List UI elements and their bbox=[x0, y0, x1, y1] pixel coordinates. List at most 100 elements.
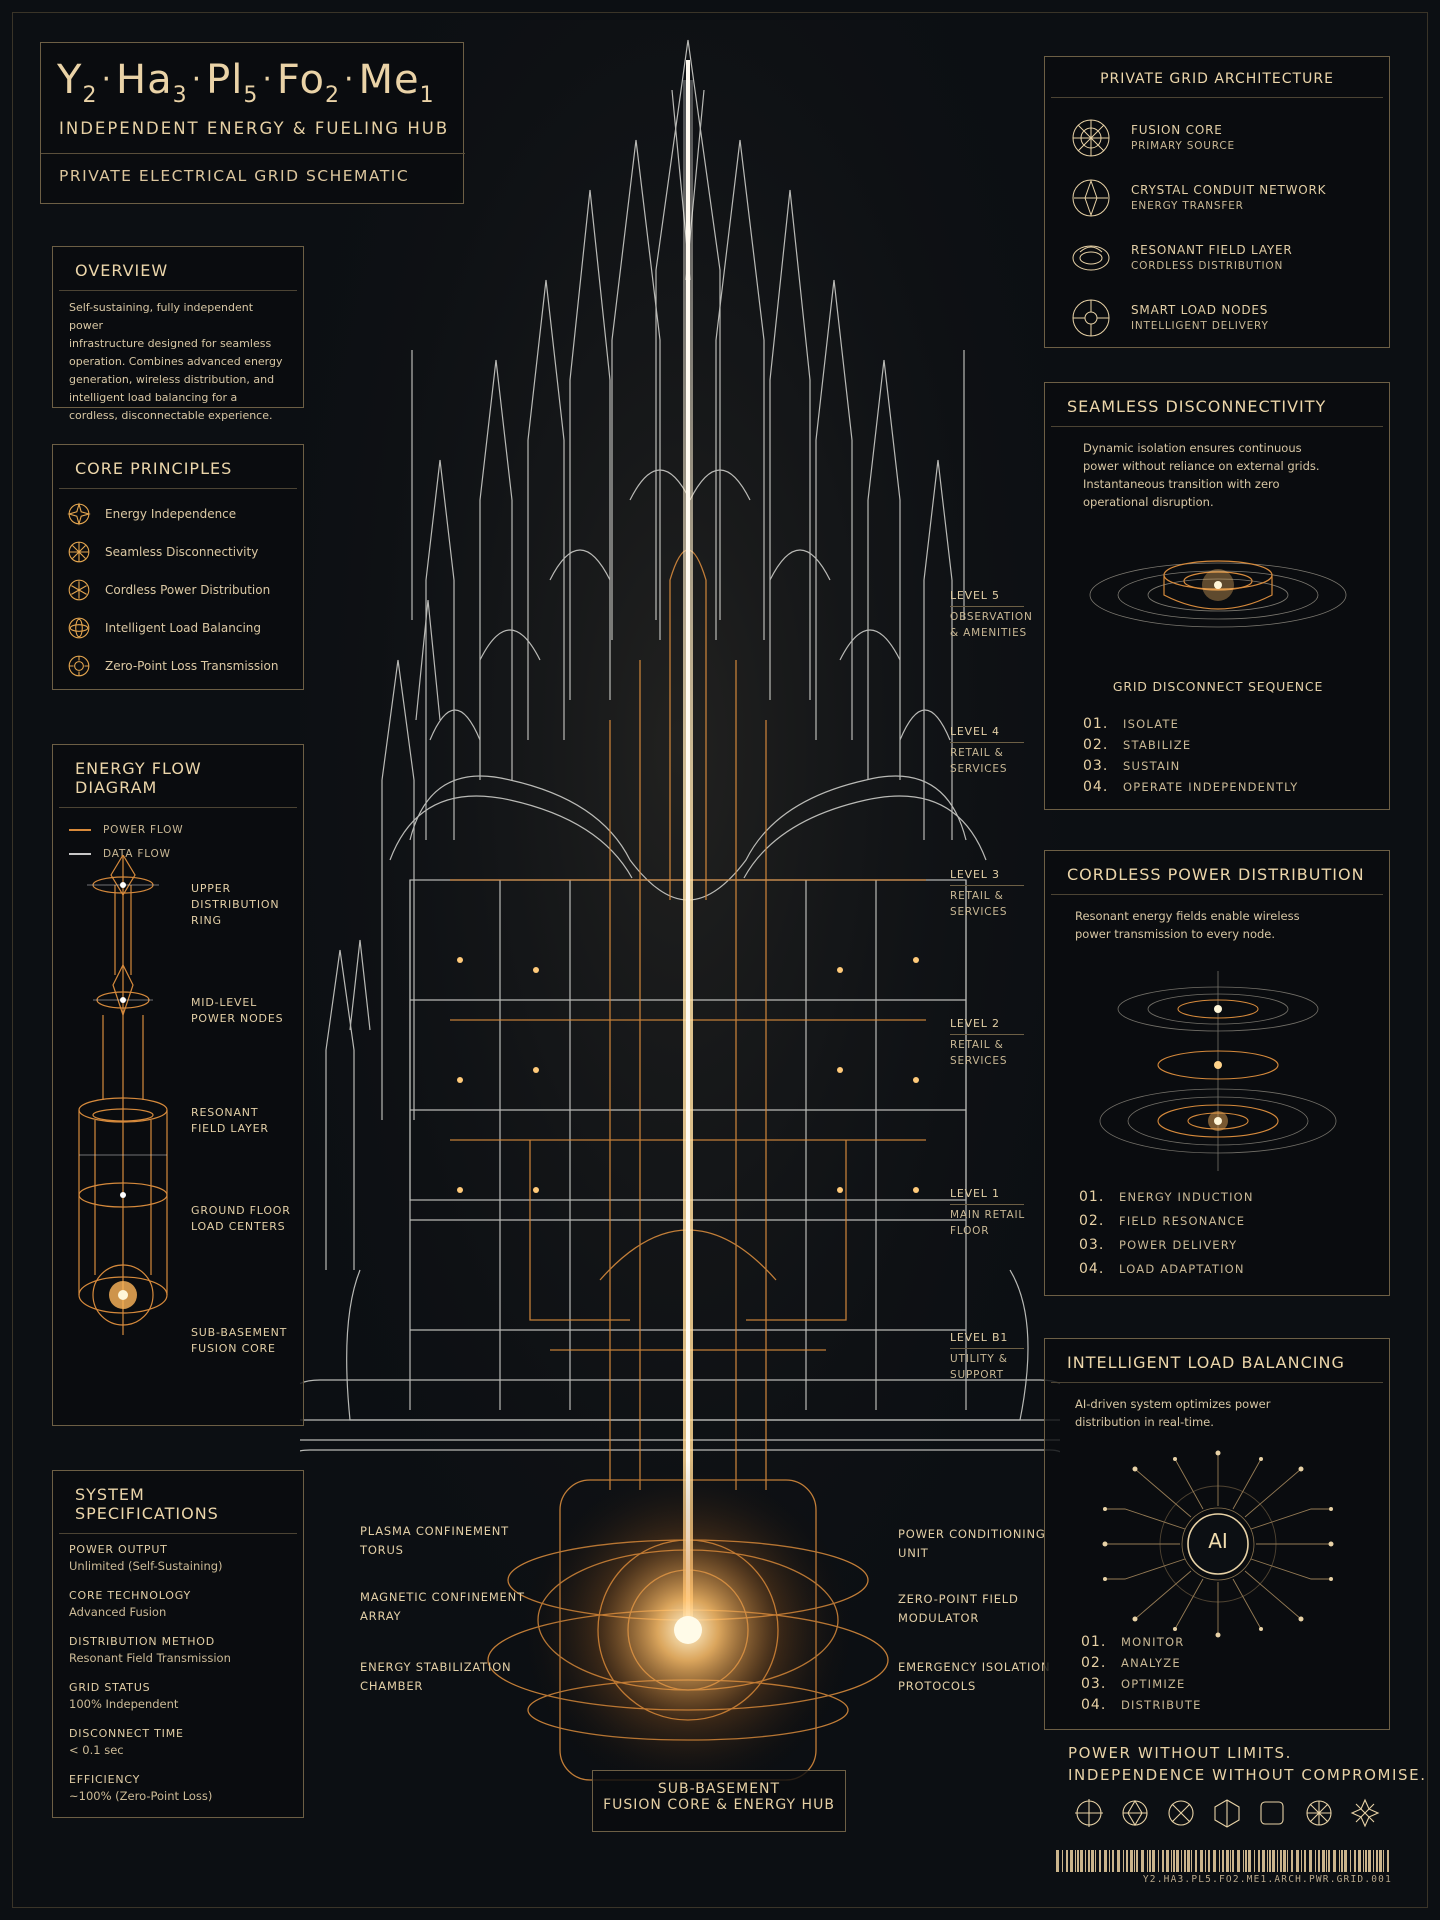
grid-architecture-role: CORDLESS DISTRIBUTION bbox=[1131, 260, 1284, 272]
step-label: OPERATE INDEPENDENTLY bbox=[1123, 779, 1299, 794]
spec-item: EFFICIENCY~100% (Zero-Point Loss) bbox=[69, 1772, 287, 1804]
overview-panel: OVERVIEW Self-sustaining, fully independ… bbox=[52, 246, 304, 422]
barcode-bar bbox=[1230, 1850, 1231, 1872]
title-separator: · bbox=[343, 62, 355, 97]
spec-value: Resonant Field Transmission bbox=[69, 1651, 231, 1665]
title-subscript: 5 bbox=[243, 83, 259, 108]
grid-architecture-name: CRYSTAL CONDUIT NETWORK bbox=[1131, 183, 1327, 197]
barcode-bar bbox=[1091, 1850, 1094, 1872]
level-desc-line1: RETAIL & bbox=[950, 1039, 1004, 1051]
level-name: LEVEL 1 bbox=[950, 1186, 1024, 1205]
level-name: LEVEL 4 bbox=[950, 724, 1024, 743]
barcode-bar bbox=[1309, 1850, 1312, 1872]
barcode-bar bbox=[1354, 1850, 1356, 1872]
header-panel: Y2·Ha3·Pl5·Fo2·Me1 INDEPENDENT ENERGY & … bbox=[40, 42, 465, 204]
disconnectivity-title: SEAMLESS DISCONNECTIVITY bbox=[1051, 383, 1383, 427]
barcode-bar bbox=[1200, 1850, 1203, 1872]
step-label: LOAD ADAPTATION bbox=[1119, 1262, 1245, 1276]
barcode-bar bbox=[1117, 1850, 1120, 1872]
barcode-bar bbox=[1226, 1850, 1229, 1872]
title-subscript: 1 bbox=[419, 83, 435, 108]
asterisk-icon bbox=[67, 578, 91, 602]
overview-line: infrastructure designed for seamless bbox=[69, 337, 272, 350]
flow-node-line2: FIELD LAYER bbox=[191, 1122, 269, 1135]
title-element: Me bbox=[358, 57, 420, 103]
spec-value: Unlimited (Self-Sustaining) bbox=[69, 1559, 223, 1573]
sub-basement-label: SUB-BASEMENT FUSION CORE & ENERGY HUB bbox=[592, 1770, 846, 1832]
flow-node-line1: GROUND FLOOR bbox=[191, 1204, 291, 1217]
star-burst-icon bbox=[1350, 1798, 1380, 1828]
barcode bbox=[1056, 1850, 1389, 1872]
level-name: LEVEL 3 bbox=[950, 867, 1024, 886]
tagline-line2: INDEPENDENCE WITHOUT COMPROMISE. bbox=[1068, 1766, 1427, 1784]
barcode-bar bbox=[1326, 1850, 1327, 1872]
barcode-bar bbox=[1328, 1850, 1330, 1872]
load-balancing-title: INTELLIGENT LOAD BALANCING bbox=[1051, 1339, 1383, 1383]
step-label: STABILIZE bbox=[1123, 737, 1192, 752]
principle-item: Cordless Power Distribution bbox=[67, 571, 289, 609]
spec-key: DISCONNECT TIME bbox=[69, 1727, 184, 1740]
tower-schematic bbox=[300, 20, 1060, 1840]
flow-node-line2: POWER NODES bbox=[191, 1012, 284, 1025]
x-circle-icon bbox=[1168, 1800, 1194, 1826]
level-name: LEVEL 5 bbox=[950, 588, 1024, 607]
step-number: 03. bbox=[1079, 1237, 1105, 1253]
barcode-bar bbox=[1066, 1850, 1068, 1872]
barcode-bar bbox=[1344, 1850, 1347, 1872]
schematic-label: PRIVATE ELECTRICAL GRID SCHEMATIC bbox=[59, 167, 410, 185]
grid-architecture-name: FUSION CORE bbox=[1131, 123, 1223, 137]
barcode-bar bbox=[1109, 1850, 1110, 1872]
barcode-bar bbox=[1095, 1850, 1096, 1872]
barcode-bar bbox=[1243, 1850, 1244, 1872]
level-desc-line2: SUPPORT bbox=[950, 1369, 1004, 1381]
overview-line: Self-sustaining, fully independent power bbox=[69, 301, 254, 332]
barcode-bar bbox=[1339, 1850, 1340, 1872]
barcode-bar bbox=[1062, 1850, 1063, 1872]
level-desc-line1: OBSERVATION bbox=[950, 611, 1033, 623]
barcode-bar bbox=[1379, 1850, 1382, 1872]
page-frame bbox=[12, 12, 1428, 1908]
disconnect-sequence-title: GRID DISCONNECT SEQUENCE bbox=[1112, 679, 1324, 694]
core-label-line1: ENERGY STABILIZATION bbox=[360, 1660, 512, 1674]
core-label-line2: TORUS bbox=[360, 1543, 404, 1557]
paragraph-line: operational disruption. bbox=[1083, 495, 1214, 509]
grid-architecture-title: PRIVATE GRID ARCHITECTURE bbox=[1051, 57, 1383, 98]
principle-item: Seamless Disconnectivity bbox=[67, 533, 289, 571]
barcode-bar bbox=[1262, 1850, 1265, 1872]
barcode-bar bbox=[1166, 1850, 1169, 1872]
barcode-bar bbox=[1187, 1850, 1190, 1872]
legend-label: DATA FLOW bbox=[103, 848, 171, 860]
principle-item: Energy Independence bbox=[67, 495, 289, 533]
step-item: 01.ISOLATE bbox=[1083, 713, 1298, 734]
barcode-bar bbox=[1368, 1850, 1371, 1872]
cordless-field-graphic bbox=[1099, 971, 1337, 1171]
barcode-bar bbox=[1383, 1850, 1384, 1872]
principle-label: Seamless Disconnectivity bbox=[105, 545, 259, 559]
core-label-line2: UNIT bbox=[898, 1546, 929, 1560]
grid-architecture-role: PRIMARY SOURCE bbox=[1131, 140, 1235, 152]
barcode-bar bbox=[1152, 1850, 1155, 1872]
step-item: 01.ENERGY INDUCTION bbox=[1079, 1185, 1254, 1209]
barcode-bar bbox=[1272, 1850, 1275, 1872]
legend-swatch bbox=[69, 853, 91, 855]
barcode-bar bbox=[1141, 1850, 1144, 1872]
core-label-line2: MODULATOR bbox=[898, 1611, 980, 1625]
principle-item: Intelligent Load Balancing bbox=[67, 609, 289, 647]
principle-label: Zero-Point Loss Transmission bbox=[105, 659, 279, 673]
barcode-bar bbox=[1269, 1850, 1271, 1872]
level-desc-line1: RETAIL & bbox=[950, 747, 1004, 759]
